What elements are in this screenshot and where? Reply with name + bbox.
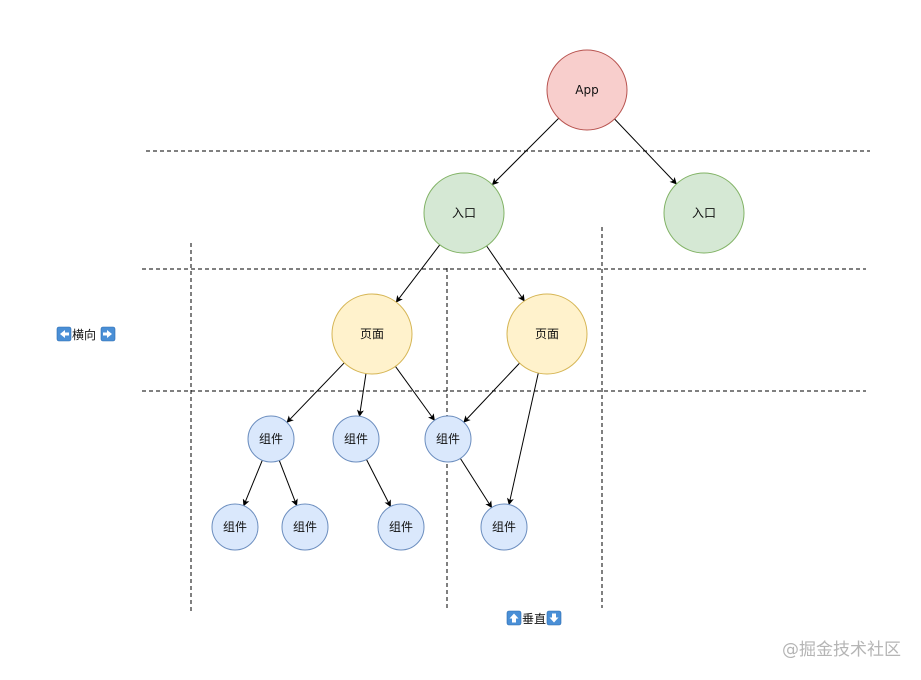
up-arrow-icon — [506, 610, 522, 626]
layer-dividers — [142, 150, 870, 392]
vertical-label-group: 垂直 — [506, 610, 562, 626]
node-circle-comp5 — [281, 503, 329, 551]
edges — [242, 117, 677, 509]
edge-page1-to-comp2 — [356, 373, 367, 417]
node-comp2: 组件 — [332, 415, 380, 463]
edge-app-to-entry2 — [614, 118, 677, 185]
edge-comp1-to-comp4 — [242, 460, 263, 507]
node-label-page2: 页面 — [535, 327, 559, 341]
node-label-comp4: 组件 — [223, 520, 247, 534]
node-entry2: 入口 — [663, 172, 745, 254]
edge-page1-to-comp3 — [395, 366, 435, 421]
node-label-entry2: 入口 — [692, 206, 716, 220]
node-comp6: 组件 — [377, 503, 425, 551]
watermark: @掘金技术社区 — [782, 640, 901, 660]
edge-app-to-entry1 — [491, 117, 560, 186]
edge-page1-to-comp1 — [286, 362, 345, 423]
right-arrow-icon — [100, 326, 116, 342]
node-circle-comp1 — [247, 415, 295, 463]
node-label-comp5: 组件 — [293, 520, 317, 534]
node-circle-comp7 — [480, 503, 528, 551]
node-comp3: 组件 — [424, 415, 472, 463]
edge-entry1-to-page1 — [395, 244, 441, 303]
node-comp7: 组件 — [480, 503, 528, 551]
node-app: App — [546, 49, 628, 131]
node-label-entry1: 入口 — [452, 206, 476, 220]
node-comp1: 组件 — [247, 415, 295, 463]
left-arrow-icon — [56, 326, 72, 342]
node-label-comp1: 组件 — [259, 432, 283, 446]
down-arrow-icon — [546, 610, 562, 626]
node-label-page1: 页面 — [360, 327, 384, 341]
edge-comp1-to-comp5 — [278, 460, 298, 507]
node-circle-app — [546, 49, 628, 131]
horizontal-label: 横向 — [72, 327, 96, 342]
node-circle-comp4 — [211, 503, 259, 551]
edge-comp3-to-comp7 — [459, 458, 493, 509]
node-circle-page1 — [331, 293, 413, 375]
edge-page2-to-comp7 — [506, 372, 539, 506]
node-page2: 页面 — [506, 293, 588, 375]
node-label-comp2: 组件 — [344, 432, 368, 446]
node-circle-comp3 — [424, 415, 472, 463]
node-label-comp7: 组件 — [492, 520, 516, 534]
node-circle-comp2 — [332, 415, 380, 463]
node-label-app: App — [575, 83, 598, 97]
node-circle-comp6 — [377, 503, 425, 551]
node-page1: 页面 — [331, 293, 413, 375]
node-entry1: 入口 — [423, 172, 505, 254]
node-circle-entry1 — [423, 172, 505, 254]
nodes: App入口入口页面页面组件组件组件组件组件组件组件 — [211, 49, 745, 551]
vertical-label: 垂直 — [522, 612, 546, 626]
edge-comp2-to-comp6 — [366, 459, 391, 508]
node-label-comp3: 组件 — [436, 432, 460, 446]
node-circle-page2 — [506, 293, 588, 375]
edge-page2-to-comp3 — [463, 362, 520, 423]
node-comp4: 组件 — [211, 503, 259, 551]
node-label-comp6: 组件 — [389, 520, 413, 534]
edge-entry1-to-page2 — [486, 245, 525, 302]
horizontal-label-group: 横向 — [56, 326, 116, 342]
node-circle-entry2 — [663, 172, 745, 254]
node-comp5: 组件 — [281, 503, 329, 551]
vertical-dividers — [190, 227, 603, 612]
